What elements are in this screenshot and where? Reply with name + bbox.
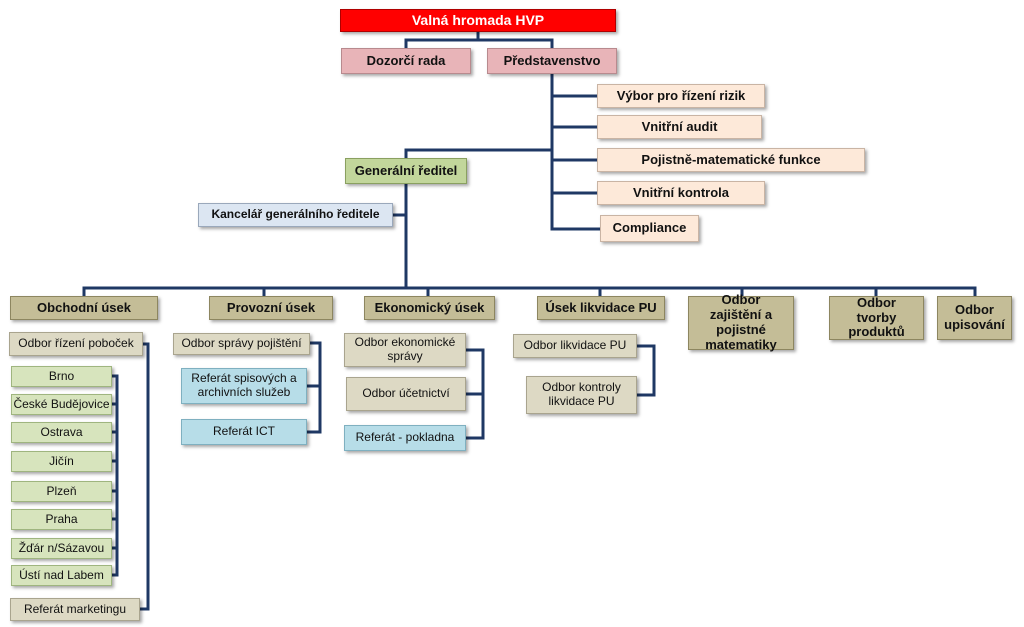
- connector-committees: [550, 72, 602, 231]
- box-odbor-ucetnictvi: Odbor účetnictví: [346, 377, 466, 411]
- box-ekonomicky-usek: Ekonomický úsek: [364, 296, 495, 320]
- box-odbor-tvorby: Odbor tvorby produktů: [829, 295, 924, 340]
- connector-ceo-trunk: [391, 182, 408, 290]
- box-kancelar-gr: Kancelář generálního ředitele: [198, 203, 393, 227]
- box-branch-jicin: Jičín: [11, 451, 112, 472]
- box-odbor-zajisteni: Odbor zajištění a pojistné matematiky: [688, 292, 794, 352]
- box-branch-plzen: Plzeň: [11, 481, 112, 502]
- box-odbor-upisovani: Odbor upisování: [937, 296, 1012, 340]
- box-branch-brno: Brno: [11, 366, 112, 387]
- box-odbor-spravy-pojisteni: Odbor správy pojištění: [173, 333, 310, 355]
- box-branch-praha: Praha: [11, 509, 112, 530]
- box-branch-ceske-budejovice: České Budějovice: [11, 394, 112, 415]
- box-referat-pokladna: Referát - pokladna: [344, 425, 466, 451]
- box-obchodni-usek: Obchodní úsek: [10, 296, 158, 320]
- box-vybor-rizik: Výbor pro řízení rizik: [597, 84, 765, 108]
- box-odbor-likvidace-pu: Odbor likvidace PU: [513, 334, 637, 358]
- box-referat-spisovych: Referát spisových a archivních služeb: [181, 368, 307, 404]
- box-generalni-reditel: Generální ředitel: [345, 158, 467, 184]
- connector-obchodni: [110, 342, 150, 611]
- box-usek-likvidace: Úsek likvidace PU: [537, 296, 665, 320]
- box-branch-zdar: Žďár n/Sázavou: [11, 538, 112, 559]
- box-branch-usti: Ústí nad Labem: [11, 565, 112, 586]
- connector-top: [404, 30, 554, 50]
- box-branch-ostrava: Ostrava: [11, 422, 112, 443]
- connector-provozni: [305, 341, 322, 434]
- box-referat-ict: Referát ICT: [181, 419, 307, 445]
- box-pojistne-matematicke: Pojistně-matematické funkce: [597, 148, 865, 172]
- box-predstavenstvo: Představenstvo: [487, 48, 617, 74]
- box-odbor-rizeni-pobocek: Odbor řízení poboček: [9, 332, 143, 356]
- box-vnitrni-kontrola: Vnitřní kontrola: [597, 181, 765, 205]
- connector-likvidace: [635, 344, 656, 397]
- connector-ceo: [404, 148, 554, 160]
- connector-divisions-bar: [82, 286, 977, 298]
- box-valna-hromada: Valná hromada HVP: [340, 9, 616, 32]
- box-odbor-ekonomicke-spravy: Odbor ekonomické správy: [344, 333, 466, 367]
- connector-ekonomicky: [464, 348, 485, 440]
- box-referat-marketingu: Referát marketingu: [10, 598, 140, 621]
- box-provozni-usek: Provozní úsek: [209, 296, 333, 320]
- box-odbor-kontroly-likvidace: Odbor kontroly likvidace PU: [526, 376, 637, 414]
- box-dozorci-rada: Dozorčí rada: [341, 48, 471, 74]
- box-compliance: Compliance: [600, 215, 699, 242]
- box-vnitrni-audit: Vnitřní audit: [597, 115, 762, 139]
